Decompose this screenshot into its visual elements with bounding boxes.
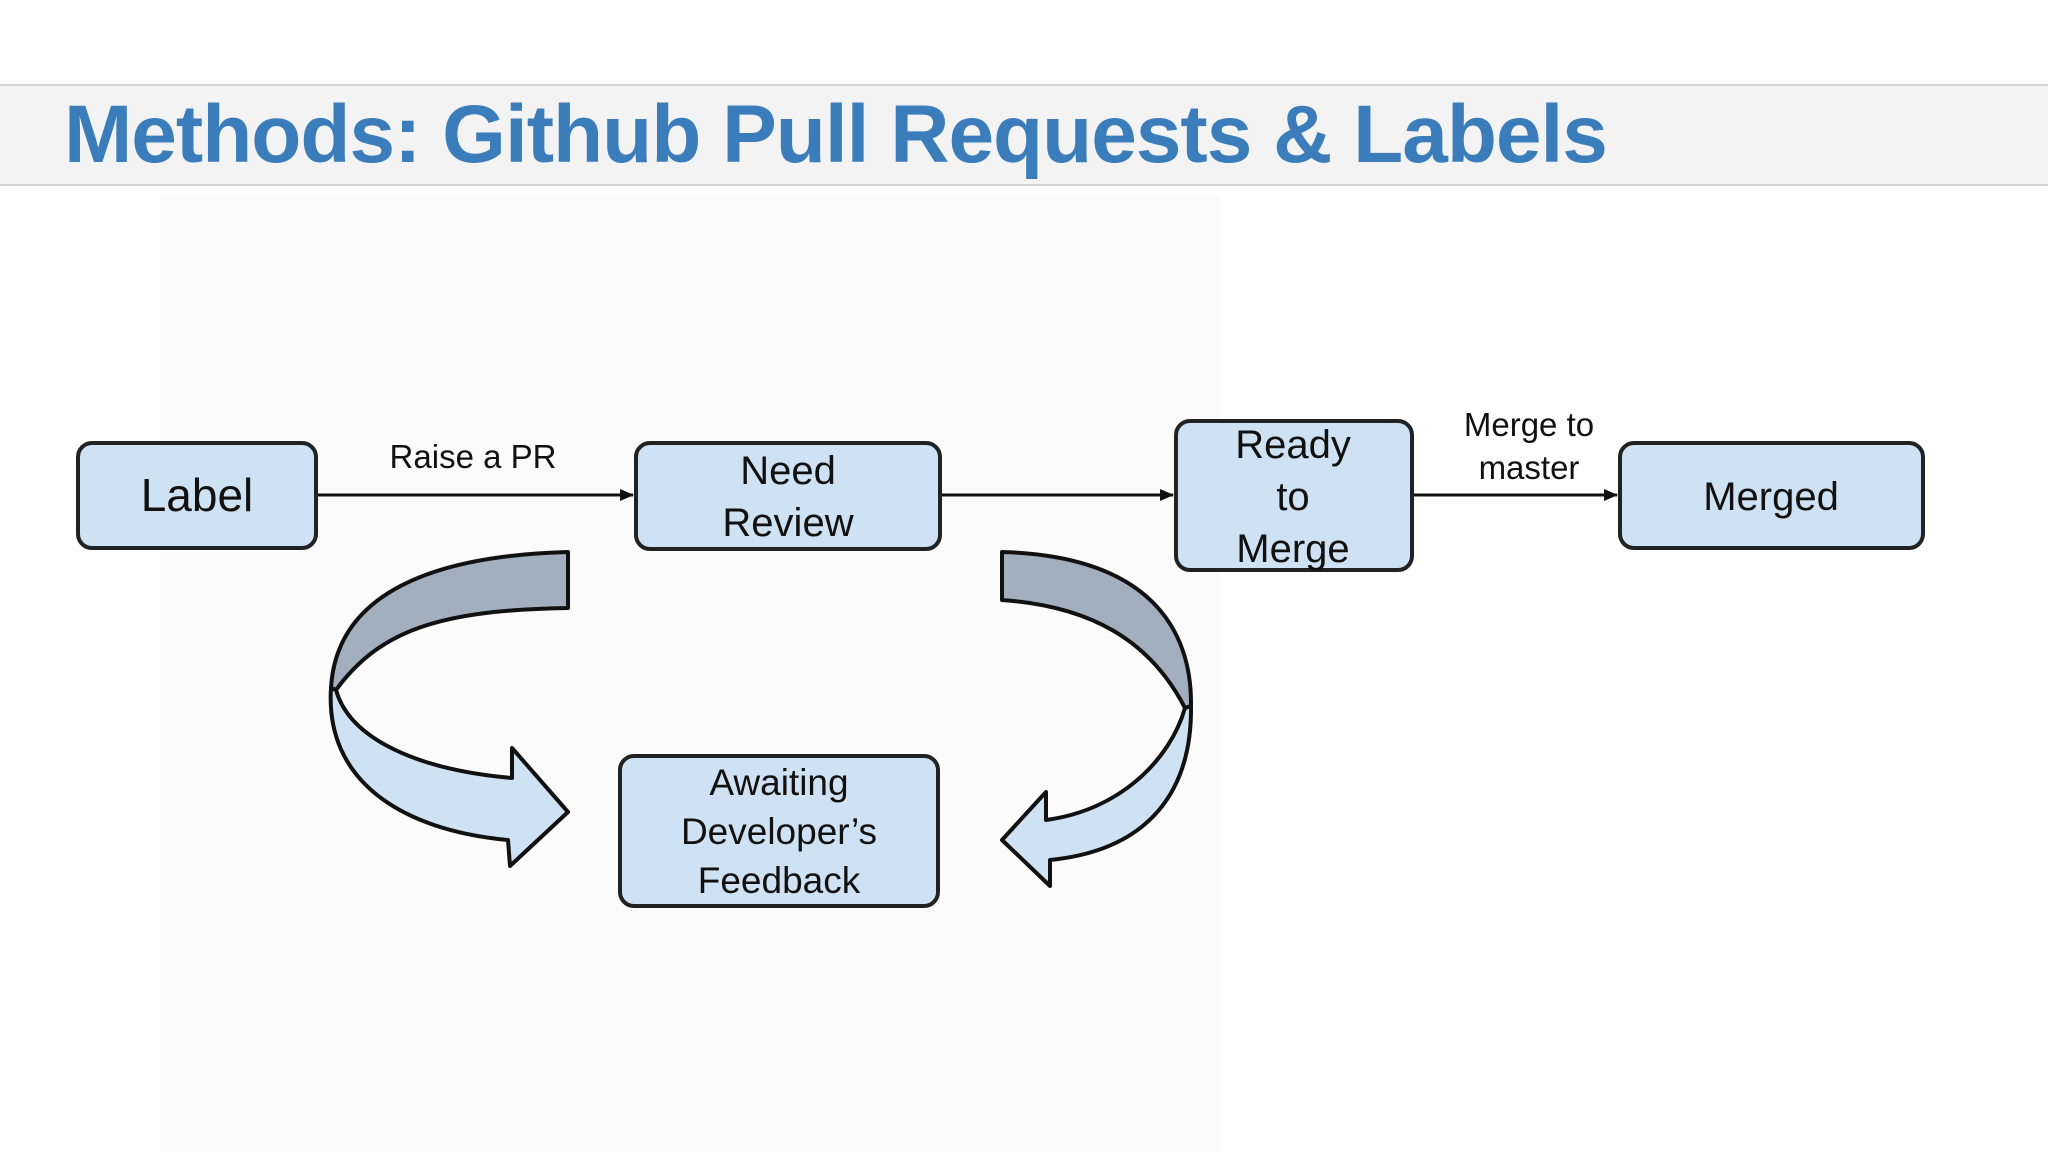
node-awaiting-line-1: Awaiting	[709, 762, 848, 803]
node-label-text: Label	[141, 469, 254, 521]
edge-label-merge-to-master-line-2: master	[1479, 449, 1580, 486]
node-awaiting-line-3: Feedback	[698, 860, 861, 901]
node-ready-line-3: Merge	[1236, 527, 1349, 571]
node-ready-line-2: to	[1276, 475, 1309, 519]
node-need-review: Need Review	[634, 441, 942, 551]
node-awaiting-box	[618, 754, 940, 908]
curved-arrow-right-front	[1000, 704, 1194, 888]
node-need-review-line-1: Need	[740, 449, 836, 493]
edge-label-merge-to-master-line-1: Merge to	[1464, 406, 1594, 443]
node-awaiting-feedback: Awaiting Developer’s Feedback	[618, 754, 940, 908]
curved-arrow-right	[1000, 550, 1194, 888]
node-awaiting-line-2: Developer’s	[681, 811, 877, 852]
node-label: Label	[76, 441, 318, 550]
curved-arrow-right-back	[1000, 550, 1194, 710]
title-band	[0, 84, 2048, 186]
node-merged-box	[1618, 441, 1925, 550]
node-ready-line-1: Ready	[1235, 423, 1351, 467]
curved-arrow-left-back	[329, 550, 570, 692]
slide-title: Methods: Github Pull Requests & Labels	[64, 89, 1608, 180]
node-need-review-box	[634, 441, 942, 551]
node-ready-to-merge-box	[1174, 419, 1414, 572]
edge-label-raise-pr: Raise a PR	[390, 438, 557, 475]
node-ready-to-merge: Ready to Merge	[1174, 419, 1414, 572]
node-merged: Merged	[1618, 441, 1925, 550]
curved-arrow-left-front	[328, 686, 570, 868]
curved-arrow-left	[328, 550, 570, 868]
node-merged-text: Merged	[1703, 475, 1839, 519]
node-label-box	[76, 441, 318, 550]
node-need-review-line-2: Review	[722, 501, 853, 545]
